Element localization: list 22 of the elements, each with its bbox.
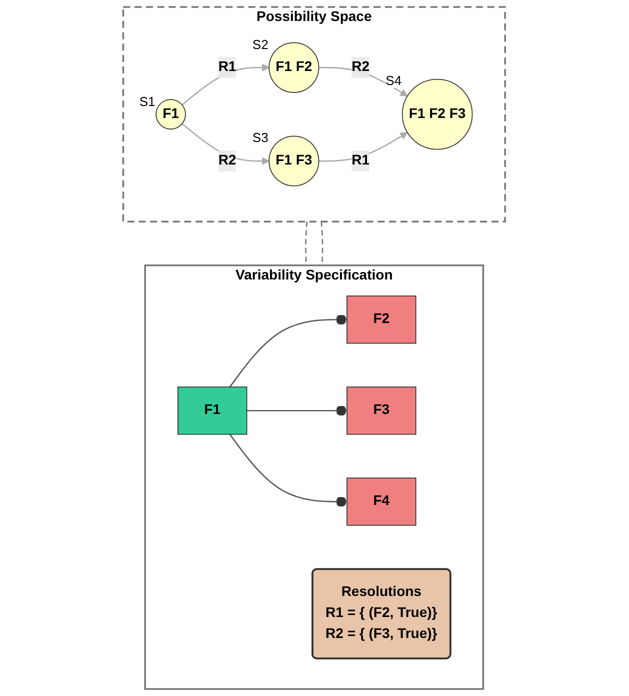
edge-label: R1: [352, 153, 370, 168]
state-label: S2: [252, 36, 268, 52]
node-box: F1: [178, 386, 248, 435]
state-label: S3: [252, 130, 268, 146]
edge-label: R2: [352, 60, 370, 75]
connector: [247, 405, 348, 416]
node-circle: F1 F2 F3: [402, 78, 474, 150]
state-label: S1: [139, 94, 156, 109]
node-circle: F1 F2: [268, 42, 320, 93]
node-box: F2: [346, 296, 417, 344]
edge-label: R2: [218, 153, 237, 168]
state-label: S4: [386, 73, 402, 88]
edge-label: R1: [218, 60, 237, 75]
node-circle: F1: [156, 99, 186, 130]
node-box: F4: [346, 478, 417, 526]
arrow: [182, 64, 270, 106]
node-box: F3: [346, 386, 417, 435]
node-circle: F1 F3: [268, 136, 320, 186]
arrow: [319, 132, 408, 162]
arrow: [319, 66, 408, 96]
connector: [230, 434, 348, 507]
connector: [230, 314, 348, 388]
